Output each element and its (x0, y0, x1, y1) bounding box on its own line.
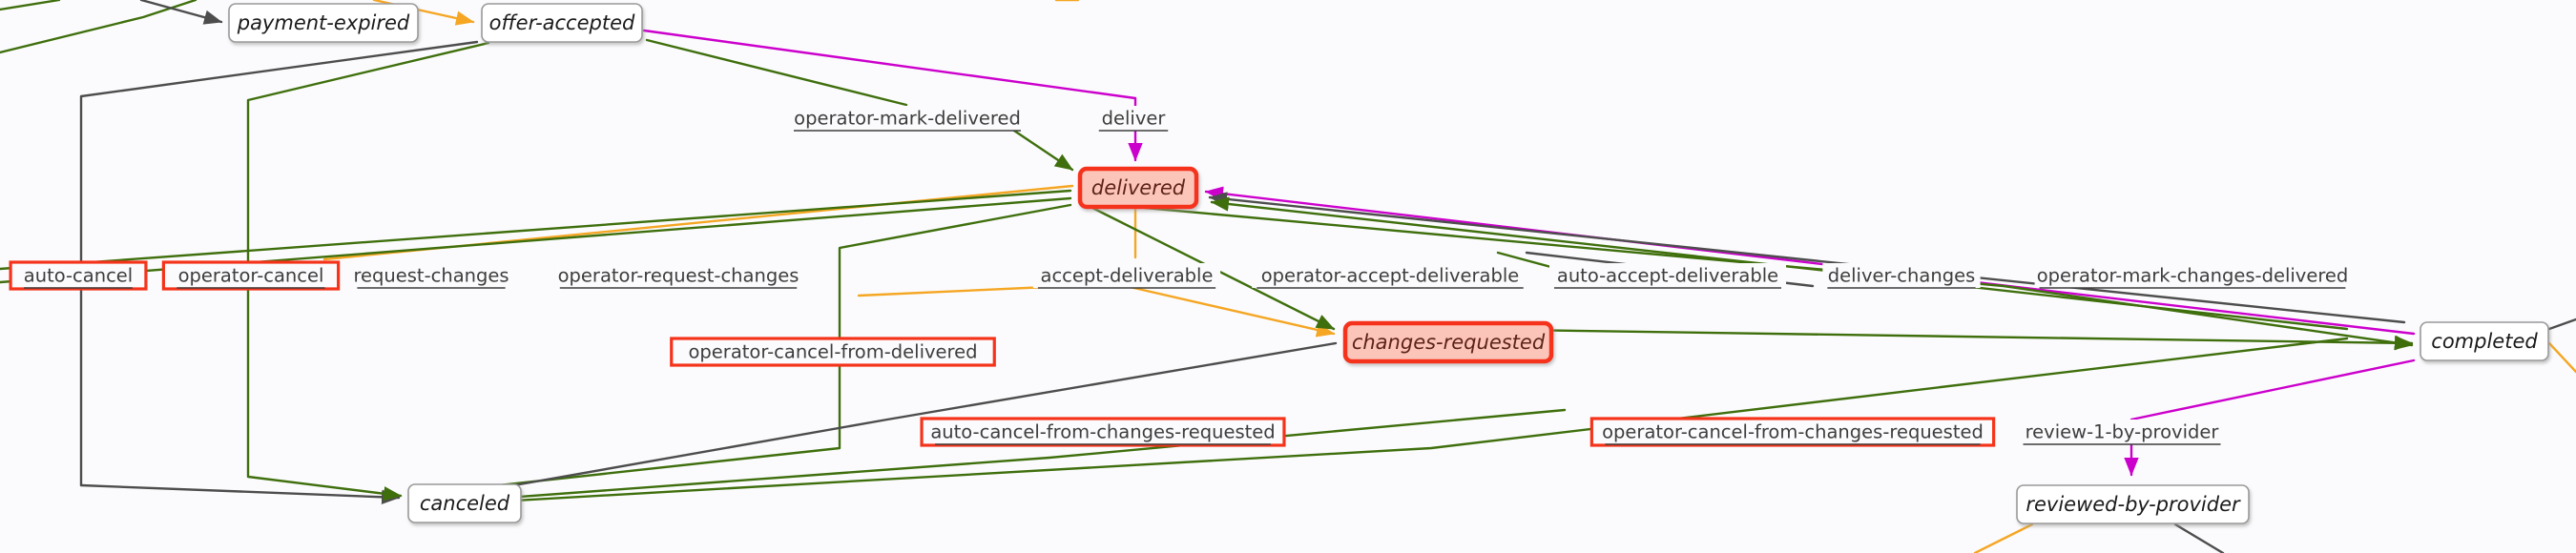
edge-label-text: review-1-by-provider (2025, 421, 2220, 443)
edge-label-operator-cancel-from-delivered[interactable]: operator-cancel-from-delivered (670, 337, 996, 367)
edge-label-box (1589, 417, 1996, 447)
edge (79, 40, 479, 487)
edge-label-accept-deliverable[interactable]: accept-deliverable (1032, 263, 1221, 289)
edge-label-auto-accept-deliverable[interactable]: auto-accept-deliverable (1548, 263, 1787, 289)
edge-label-box (9, 260, 148, 291)
edge-label-backdrop (554, 263, 802, 288)
edge-label-text: operator-cancel (178, 265, 324, 287)
state-node-box (2420, 321, 2549, 361)
edge (1448, 327, 2414, 351)
state-node-box (407, 483, 522, 523)
edge-label-backdrop (1032, 263, 1221, 288)
edge-label-text: operator-cancel-from-delivered (689, 341, 978, 363)
state-node-delivered[interactable]: delivered (1077, 166, 1199, 210)
edge-label-backdrop (2018, 420, 2226, 444)
edge (426, 341, 1338, 505)
edge-label-box (920, 417, 1286, 447)
state-node-payment-expired[interactable]: payment-expired (228, 3, 419, 43)
edge (139, 0, 223, 25)
state-node-label: offer-accepted (489, 11, 635, 34)
edge (645, 38, 908, 107)
edge-label-box (161, 260, 341, 291)
edge-label-text: auto-cancel-from-changes-requested (930, 421, 1275, 443)
edge-label-text: operator-mark-changes-delivered (2037, 265, 2349, 287)
edge-label-auto-cancel[interactable]: auto-cancel (9, 260, 148, 291)
state-node-box (1342, 320, 1554, 364)
edge-label-text: deliver-changes (1828, 265, 1975, 287)
edge (429, 337, 2349, 512)
edge (0, 0, 197, 54)
edge-label-review-1-by-provider[interactable]: review-1-by-provider (2018, 420, 2226, 445)
edge-label-operator-request-changes[interactable]: operator-request-changes (554, 263, 802, 289)
state-node-offer-accepted[interactable]: offer-accepted (481, 3, 643, 43)
edge-label-text: operator-request-changes (558, 265, 800, 287)
state-node-completed[interactable]: completed (2420, 321, 2549, 361)
edge-label-backdrop (788, 106, 1027, 131)
edge (642, 29, 1137, 100)
edge (427, 408, 1567, 510)
edge-label-operator-mark-changes-delivered[interactable]: operator-mark-changes-delivered (2034, 263, 2351, 289)
state-node-label: payment-expired (237, 11, 410, 34)
state-node-box (228, 3, 419, 43)
state-node-changes-requested[interactable]: changes-requested (1342, 320, 1554, 364)
state-node-label: changes-requested (1352, 331, 1546, 354)
edge (0, 0, 61, 11)
edge-label-text: accept-deliverable (1041, 265, 1214, 287)
edge (0, 196, 1072, 284)
state-node-label: reviewed-by-provider (2025, 493, 2241, 516)
edge (1208, 192, 2406, 324)
edge (0, 189, 1072, 271)
edge (1143, 206, 2414, 351)
edge-label-backdrop (1093, 106, 1174, 131)
state-node-box (1077, 166, 1199, 210)
edge-label-text: deliver (1102, 108, 1167, 130)
edge-label-operator-accept-deliverable[interactable]: operator-accept-deliverable (1252, 263, 1528, 289)
edge-label-text: request-changes (353, 265, 509, 287)
edge-label-backdrop (1548, 263, 1787, 288)
edge-label-backdrop (1822, 263, 1981, 288)
edge (2547, 341, 2576, 374)
edge-label-text: operator-accept-deliverable (1261, 265, 1520, 287)
edge-label-operator-mark-delivered[interactable]: operator-mark-delivered (788, 106, 1027, 132)
state-node-reviewed-by-provider[interactable]: reviewed-by-provider (2016, 484, 2250, 524)
edge-label-box (670, 337, 996, 367)
state-node-box (2016, 484, 2250, 524)
state-nodes-layer: payment-expired offer-accepted delivered ch… (228, 3, 2549, 524)
edge-label-text: auto-cancel (24, 265, 133, 287)
state-node-box (481, 3, 643, 43)
edge-label-text: operator-cancel-from-changes-requested (1602, 421, 1984, 443)
edge-label-backdrop (352, 263, 510, 288)
edge (1204, 186, 2416, 336)
edge (1009, 127, 1074, 172)
edge-label-backdrop (2034, 263, 2351, 288)
edge-label-auto-cancel-from-changes-requested[interactable]: auto-cancel-from-changes-requested (920, 417, 1286, 447)
edge-label-text: auto-accept-deliverable (1557, 265, 1778, 287)
edge-label-operator-cancel-from-changes-requested[interactable]: operator-cancel-from-changes-requested (1589, 417, 1996, 447)
edge-label-request-changes[interactable]: request-changes (352, 263, 510, 289)
state-node-canceled[interactable]: canceled (407, 483, 522, 523)
edge-label-text: operator-mark-delivered (794, 108, 1021, 130)
edge (1973, 522, 2034, 553)
edge (2129, 358, 2416, 421)
state-node-label: canceled (420, 492, 510, 515)
edge (2173, 522, 2225, 553)
edge-label-deliver[interactable]: deliver (1093, 106, 1174, 132)
edge (2547, 317, 2576, 331)
state-node-label: delivered (1091, 176, 1186, 199)
state-node-label: completed (2431, 330, 2538, 353)
edge-labels-layer: operator-mark-delivered deliver auto-cance… (9, 106, 2351, 447)
edge-label-deliver-changes[interactable]: deliver-changes (1822, 263, 1981, 289)
edge-label-backdrop (1252, 263, 1528, 288)
edge-label-operator-cancel[interactable]: operator-cancel (161, 260, 341, 291)
edge (79, 483, 401, 504)
edge (1124, 284, 1336, 338)
